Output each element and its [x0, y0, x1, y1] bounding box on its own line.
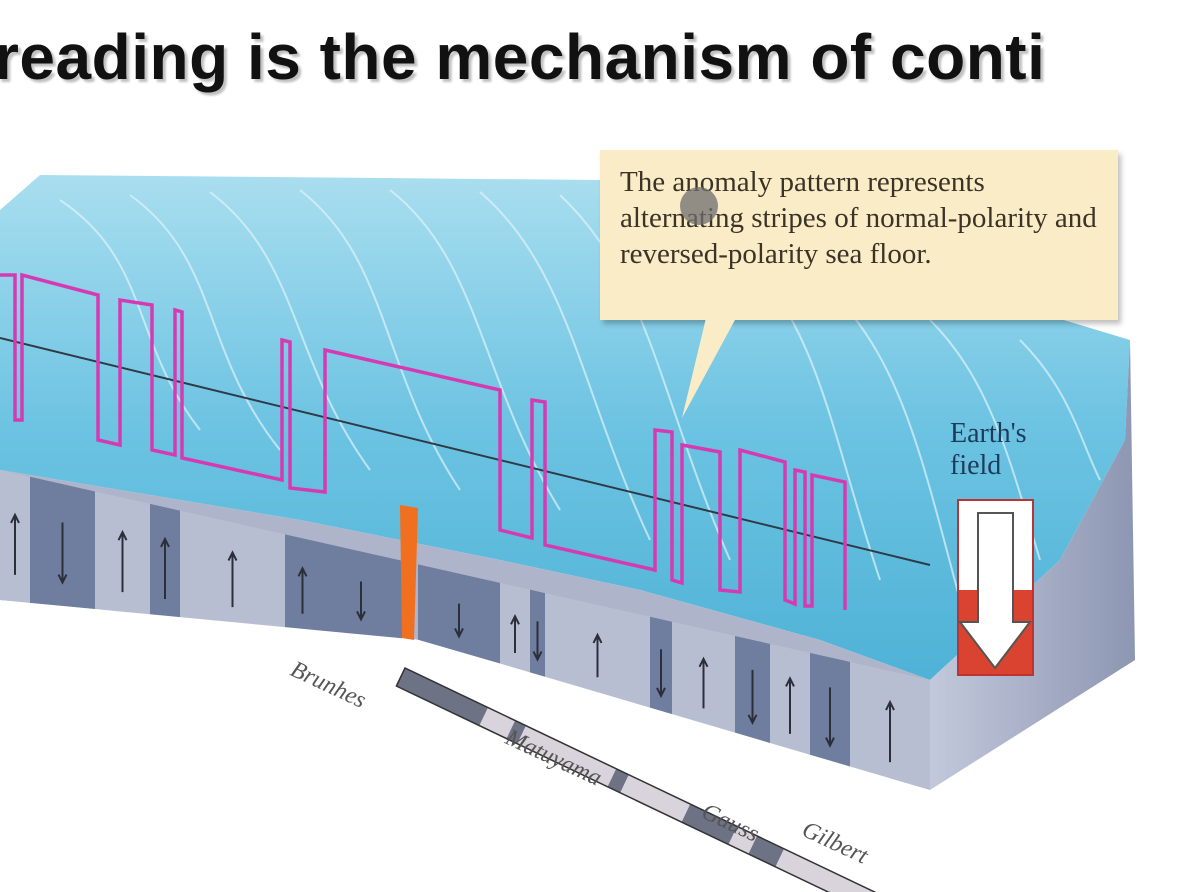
- callout-text: The anomaly pattern represents alternati…: [620, 166, 1097, 270]
- magnetic-anomaly-profile: [0, 272, 847, 610]
- arrow-down-icon: [656, 649, 666, 699]
- earth-field-label-line2: field: [950, 450, 1002, 481]
- arrow-down-icon: [57, 522, 68, 585]
- ridge-axis: [400, 505, 418, 640]
- reference-line: [0, 337, 931, 566]
- arrow-up-icon: [698, 656, 709, 709]
- slide-title: reading is the mechanism of conti: [0, 21, 1046, 93]
- arrow-down-icon: [356, 581, 366, 622]
- arrow-up-icon: [160, 536, 170, 599]
- arrow-up-icon: [885, 699, 895, 763]
- arrow-up-icon: [510, 614, 520, 653]
- arrow-up-icon: [227, 550, 238, 608]
- polarity-stripes: [0, 470, 930, 790]
- earth-field-arrow-icon: [957, 499, 1034, 676]
- polarity-timescale-bar: [395, 667, 885, 892]
- arrow-down-icon: [747, 669, 758, 726]
- arrow-up-icon: [117, 529, 128, 593]
- arrow-down-icon: [532, 621, 543, 662]
- arrow-up-icon: [10, 512, 20, 575]
- crust-end-face: [930, 340, 1135, 790]
- arrow-up-icon: [297, 566, 308, 614]
- cursor-pointer-icon: [680, 187, 718, 225]
- arrow-up-icon: [785, 676, 795, 734]
- arrow-down-icon: [825, 687, 835, 748]
- callout-box: The anomaly pattern represents alternati…: [600, 150, 1118, 320]
- arrow-down-icon: [454, 603, 464, 639]
- earth-field-label: Earth's field: [950, 418, 1050, 482]
- earth-field-label-line1: Earth's: [950, 418, 1027, 449]
- arrow-up-icon: [592, 632, 603, 678]
